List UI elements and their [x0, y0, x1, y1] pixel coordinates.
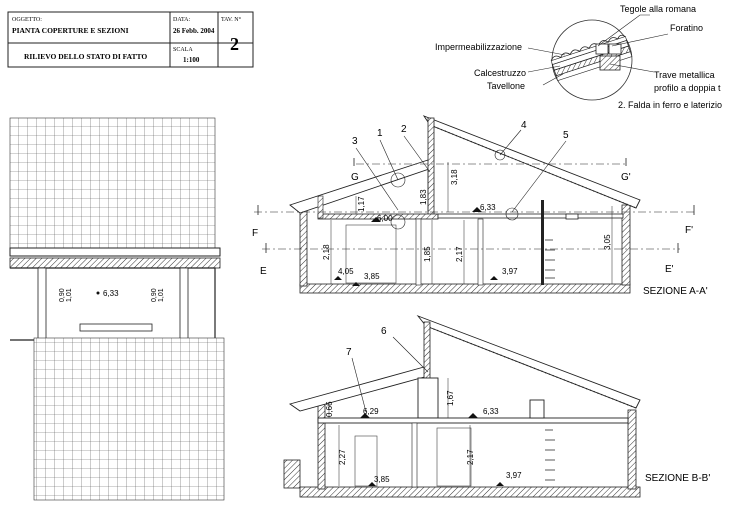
- dim-633: 6,33: [480, 203, 496, 212]
- label-foratino: Foratino: [670, 23, 703, 33]
- subtitle: RILIEVO DELLO STATO DI FATTO: [24, 52, 147, 61]
- label-trave-2: profilo a doppia t: [654, 83, 721, 93]
- dim-117: 1,17: [357, 196, 366, 212]
- tav-label: TAV. N°: [221, 16, 242, 23]
- dim-405: 4,05: [338, 267, 354, 276]
- tav-value: 2: [230, 34, 239, 54]
- detail-caption: 2. Falda in ferro e laterizio: [618, 100, 722, 110]
- data-value: 26 Febb. 2004: [173, 27, 215, 35]
- callout-3: 3: [352, 136, 358, 147]
- plan-dim-3: 0,90: [151, 288, 158, 302]
- marker-g2: G': [621, 172, 631, 183]
- callout-2: 2: [401, 124, 407, 135]
- section-bb: 6 7 0,66 6,29 1,67 6,33 2,27 2,17 3,85 3…: [283, 314, 710, 498]
- dim-385: 3,85: [364, 272, 380, 281]
- callout-7: 7: [346, 347, 352, 358]
- scala-value: 1:100: [183, 56, 200, 64]
- scala-label: SCALA: [173, 47, 193, 53]
- callout-5: 5: [563, 130, 569, 141]
- dim-217b: 2,17: [466, 449, 475, 465]
- title-block: OGGETTO: PIANTA COPERTURE E SEZIONI DATA…: [7, 11, 254, 68]
- dim-185: 1,85: [423, 246, 432, 262]
- roof-detail: Tegole alla romana Foratino Impermeabili…: [435, 4, 722, 110]
- callout-4: 4: [521, 120, 527, 131]
- dim-218: 2,18: [322, 244, 331, 260]
- marker-f: F: [252, 228, 258, 239]
- plan-elevation: 6,33: [103, 289, 119, 298]
- label-tegole: Tegole alla romana: [620, 4, 696, 14]
- dim-305: 3,05: [603, 234, 612, 250]
- dim-227: 2,27: [338, 449, 347, 465]
- dim-066: 0,66: [325, 401, 334, 417]
- oggetto-value: PIANTA COPERTURE E SEZIONI: [12, 26, 129, 35]
- section-bb-title: SEZIONE B-B': [645, 473, 710, 484]
- roof-plan: 6,33 0,90 1,01 0,90 1,01: [9, 117, 225, 501]
- dim-629: 6,29: [363, 407, 379, 416]
- section-aa-title: SEZIONE A-A': [643, 286, 708, 297]
- dim-318: 3,18: [450, 169, 459, 185]
- data-label: DATA:: [173, 17, 191, 23]
- label-trave-1: Trave metallica: [654, 70, 715, 80]
- marker-e: E: [260, 266, 267, 277]
- marker-f2: F': [685, 225, 693, 236]
- dim-183: 1,83: [419, 189, 428, 205]
- dim-397: 3,97: [502, 267, 518, 276]
- label-tavellone: Tavellone: [487, 81, 525, 91]
- section-aa: G G' F F' E E' 3 1 2 4 5: [252, 115, 708, 297]
- callout-6: 6: [381, 326, 387, 337]
- marker-g: G: [351, 172, 359, 183]
- label-impermeabilizzazione: Impermeabilizzazione: [435, 42, 522, 52]
- plan-dim-2: 1,01: [66, 288, 73, 302]
- dim-217: 2,17: [455, 246, 464, 262]
- callout-1: 1: [377, 128, 383, 139]
- dim-167: 1,67: [446, 390, 455, 406]
- plan-dim-1: 0,90: [59, 288, 66, 302]
- label-calcestruzzo: Calcestruzzo: [474, 68, 526, 78]
- dim-385b: 3,85: [374, 475, 390, 484]
- plan-dim-4: 1,01: [158, 288, 165, 302]
- dim-397b: 3,97: [506, 471, 522, 480]
- oggetto-label: OGGETTO:: [12, 17, 42, 23]
- dim-633b: 6,33: [483, 407, 499, 416]
- dim-600: 6,00: [377, 214, 393, 223]
- marker-e2: E': [665, 264, 674, 275]
